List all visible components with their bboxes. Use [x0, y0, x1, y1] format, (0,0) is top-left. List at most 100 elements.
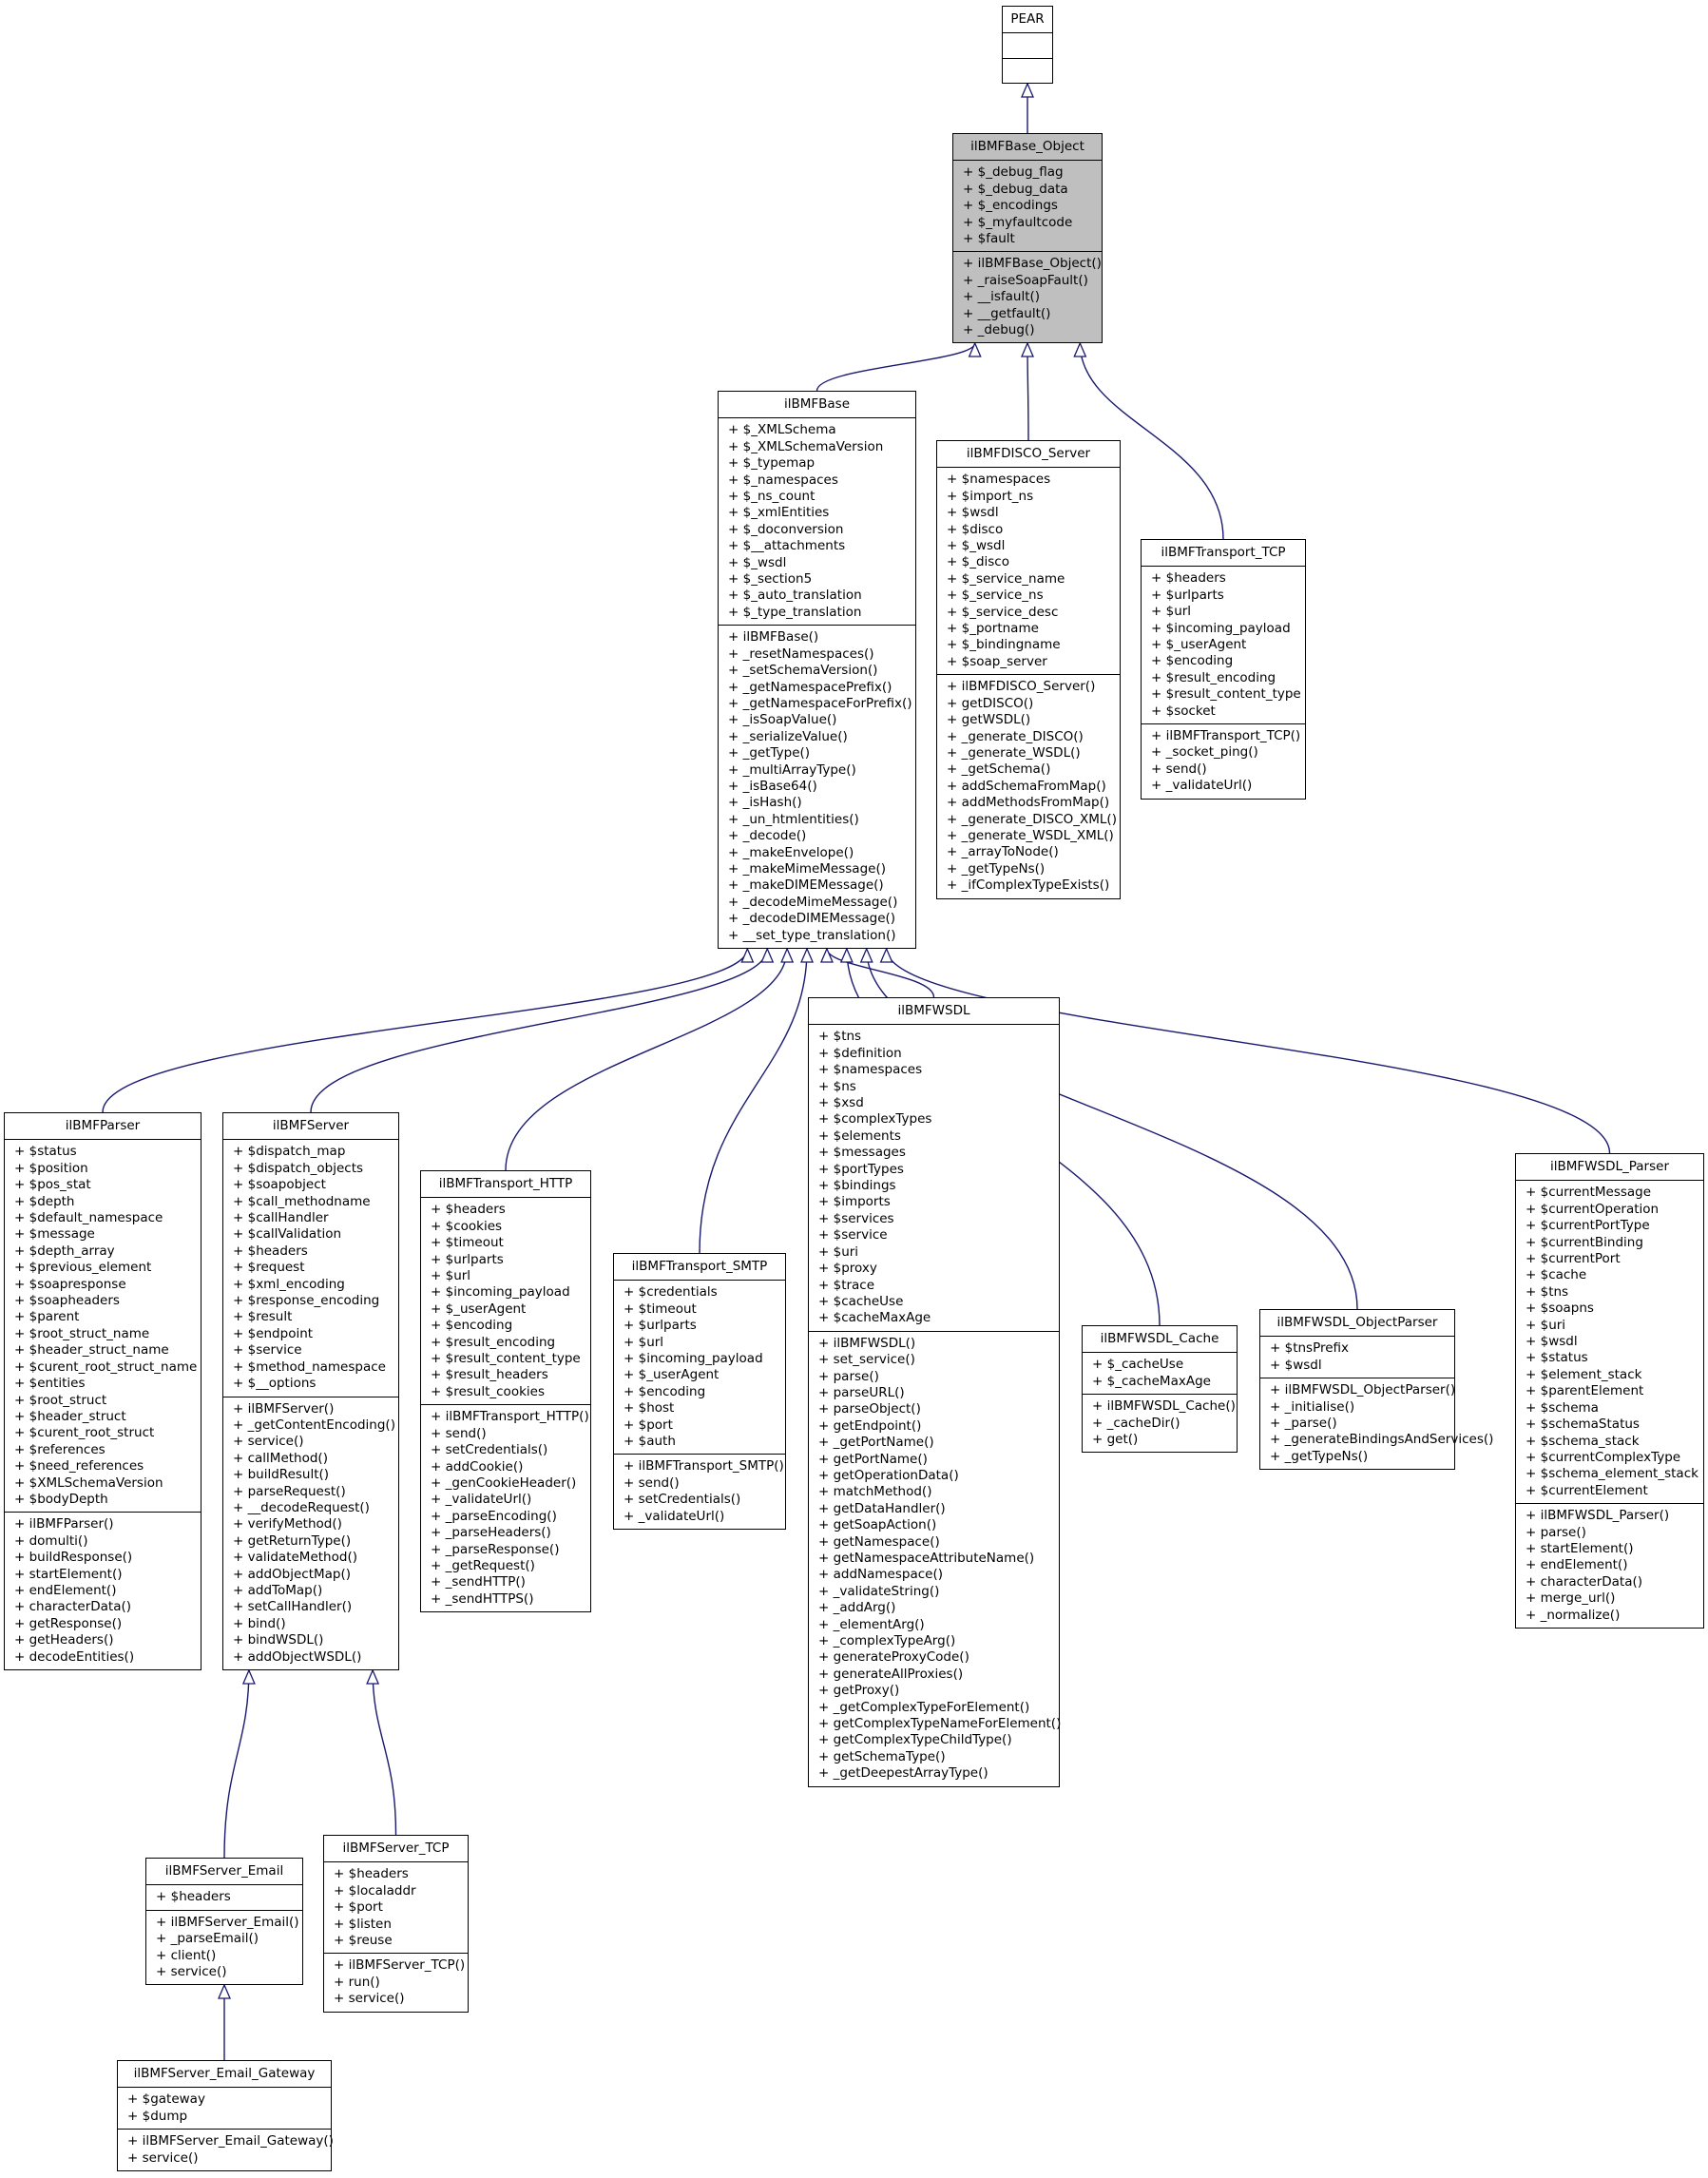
- method-item: + _generate_WSDL_XML(): [947, 827, 1114, 843]
- attributes-section: + $tnsPrefix+ $wsdl: [1260, 1337, 1454, 1378]
- method-item: + _isBase64(): [728, 778, 817, 794]
- method-item: + ilBMFBase(): [728, 629, 819, 646]
- attribute-item: + $schema: [1526, 1399, 1599, 1416]
- class-name: ilBMFDISCO_Server: [937, 441, 1120, 469]
- method-item: + _getNamespacePrefix(): [728, 679, 892, 695]
- attributes-section: + $_XMLSchema+ $_XMLSchemaVersion+ $_typ…: [719, 418, 915, 625]
- attribute-item: + $credentials: [624, 1284, 718, 1301]
- attribute-item: + $dispatch_map: [233, 1144, 346, 1160]
- attribute-item: + $incoming_payload: [1151, 620, 1291, 636]
- methods-section: + ilBMFWSDL_ObjectParser()+ _initialise(…: [1260, 1378, 1493, 1469]
- class-ilbmfserver-tcp: ilBMFServer_TCP + $headers+ $localaddr+ …: [323, 1835, 469, 2013]
- class-name: ilBMFWSDL: [809, 998, 1059, 1026]
- method-item: + send(): [431, 1425, 487, 1441]
- attribute-item: + $disco: [947, 521, 1004, 537]
- method-item: + _makeDIMEMessage(): [728, 877, 884, 894]
- attributes-section: + $headers+ $cookies+ $timeout+ $urlpart…: [421, 1198, 590, 1404]
- method-item: + _getPortName(): [818, 1435, 934, 1451]
- method-item: + _raiseSoapFault(): [963, 272, 1088, 288]
- attributes-section: + $dispatch_map+ $dispatch_objects+ $soa…: [223, 1140, 398, 1396]
- attribute-item: + $headers: [233, 1243, 308, 1259]
- attribute-item: + $encoding: [431, 1318, 513, 1334]
- method-item: + setCredentials(): [431, 1442, 548, 1458]
- methods-section: + ilBMFBase_Object()+ _raiseSoapFault()+…: [953, 251, 1102, 342]
- method-item: + getSoapAction(): [818, 1517, 937, 1533]
- class-ilbmfserver: ilBMFServer + $dispatch_map+ $dispatch_o…: [222, 1112, 399, 1670]
- attribute-item: + $currentMessage: [1526, 1185, 1652, 1201]
- method-item: + _setSchemaVersion(): [728, 663, 878, 679]
- attribute-item: + $_service_ns: [947, 588, 1044, 604]
- class-name: ilBMFWSDL_Parser: [1516, 1154, 1703, 1182]
- method-item: + _getDeepestArrayType(): [818, 1765, 988, 1782]
- attribute-item: + $soapobject: [233, 1177, 326, 1193]
- method-item: + _getComplexTypeForElement(): [818, 1699, 1030, 1715]
- attribute-item: + $timeout: [431, 1235, 504, 1251]
- attribute-item: + $services: [818, 1210, 894, 1226]
- method-item: + ilBMFTransport_TCP(): [1151, 728, 1301, 744]
- method-item: + addCookie(): [431, 1458, 524, 1474]
- method-item: + ilBMFServer_Email(): [156, 1914, 299, 1930]
- attributes-section: + $tns+ $definition+ $namespaces+ $ns+ $…: [809, 1025, 1059, 1330]
- attribute-item: + $imports: [818, 1194, 891, 1210]
- attribute-item: + $depth: [14, 1193, 75, 1209]
- attribute-item: + $_auto_translation: [728, 588, 862, 604]
- method-item: + _generate_DISCO_XML(): [947, 811, 1117, 827]
- attribute-item: + $url: [431, 1268, 471, 1284]
- attribute-item: + $urlparts: [1151, 587, 1224, 603]
- attribute-item: + $listen: [334, 1916, 392, 1932]
- attribute-item: + $service: [818, 1227, 888, 1243]
- methods-section: + ilBMFServer()+ _getContentEncoding()+ …: [223, 1396, 398, 1670]
- method-item: + setCredentials(): [624, 1492, 741, 1508]
- attribute-item: + $_typemap: [728, 455, 816, 472]
- method-item: + service(): [233, 1434, 304, 1450]
- method-item: + ilBMFDISCO_Server(): [947, 679, 1096, 695]
- method-item: + addMethodsFromMap(): [947, 795, 1110, 811]
- method-item: + characterData(): [1526, 1573, 1643, 1590]
- method-item: + callMethod(): [233, 1450, 328, 1466]
- method-item: + _normalize(): [1526, 1607, 1621, 1623]
- method-item: + _initialise(): [1270, 1398, 1355, 1415]
- attribute-item: + $root_struct_name: [14, 1325, 150, 1341]
- method-item: + getWSDL(): [947, 712, 1031, 728]
- class-ilbmfserver-email: ilBMFServer_Email + $headers + ilBMFServ…: [145, 1858, 303, 1986]
- attribute-item: + $_myfaultcode: [963, 214, 1073, 230]
- method-item: + getHeaders(): [14, 1632, 114, 1648]
- method-item: + addObjectMap(): [233, 1566, 352, 1582]
- attribute-item: + $reuse: [334, 1933, 393, 1949]
- attribute-item: + $response_encoding: [233, 1293, 380, 1309]
- method-item: + __decodeRequest(): [233, 1499, 370, 1515]
- methods-section: + ilBMFParser()+ domulti()+ buildRespons…: [5, 1512, 201, 1669]
- methods-section: + ilBMFTransport_HTTP()+ send()+ setCred…: [421, 1404, 590, 1611]
- attribute-item: + $gateway: [127, 2091, 205, 2108]
- attribute-item: + $cookies: [431, 1218, 503, 1234]
- attribute-item: + $uri: [818, 1243, 859, 1260]
- attribute-item: + $currentPort: [1526, 1251, 1621, 1267]
- attribute-item: + $headers: [156, 1889, 231, 1905]
- attribute-item: + $headers: [1151, 570, 1226, 587]
- class-ilbmfparser: ilBMFParser + $status+ $position+ $pos_s…: [4, 1112, 202, 1670]
- methods-section: + ilBMFServer_TCP()+ run()+ service(): [324, 1953, 468, 2011]
- method-item: + getPortName(): [818, 1451, 928, 1467]
- method-item: + generateAllProxies(): [818, 1666, 964, 1682]
- class-ilbmfwsdl-parser: ilBMFWSDL_Parser + $currentMessage + $cur…: [1515, 1153, 1704, 1629]
- methods-section: + ilBMFWSDL_Parser()+ parse()+ startElem…: [1516, 1503, 1703, 1628]
- attribute-item: + $portTypes: [818, 1161, 904, 1177]
- method-item: + getComplexTypeNameForElement(): [818, 1716, 1062, 1732]
- inheritance-edge-parser-to-base: [102, 949, 747, 1113]
- attribute-item: + $dump: [127, 2108, 188, 2124]
- class-name: PEAR: [1003, 7, 1052, 34]
- method-item: + service(): [127, 2149, 199, 2166]
- attributes-section: + $headers+ $localaddr+ $port+ $listen+ …: [324, 1862, 468, 1953]
- class-ilbmfbase-object: ilBMFBase_Object + $_debug_flag+ $_debug…: [952, 133, 1103, 344]
- method-item: + _multiArrayType(): [728, 761, 856, 778]
- method-item: + ilBMFServer_Email_Gateway(): [127, 2133, 334, 2149]
- attributes-section: + $credentials+ $timeout+ $urlparts+ $ur…: [614, 1281, 785, 1454]
- method-item: + setCallHandler(): [233, 1599, 353, 1615]
- methods-section: + ilBMFServer_Email()+ _parseEmail()+ cl…: [146, 1909, 302, 1985]
- attribute-item: + $ns: [818, 1078, 856, 1094]
- attribute-item: + $depth_array: [14, 1243, 115, 1259]
- method-item: + _validateUrl(): [431, 1492, 532, 1508]
- inheritance-edge-server_tcp-to-server: [373, 1670, 397, 1836]
- method-item: + domulti(): [14, 1532, 88, 1549]
- attribute-item: + $previous_element: [14, 1260, 152, 1276]
